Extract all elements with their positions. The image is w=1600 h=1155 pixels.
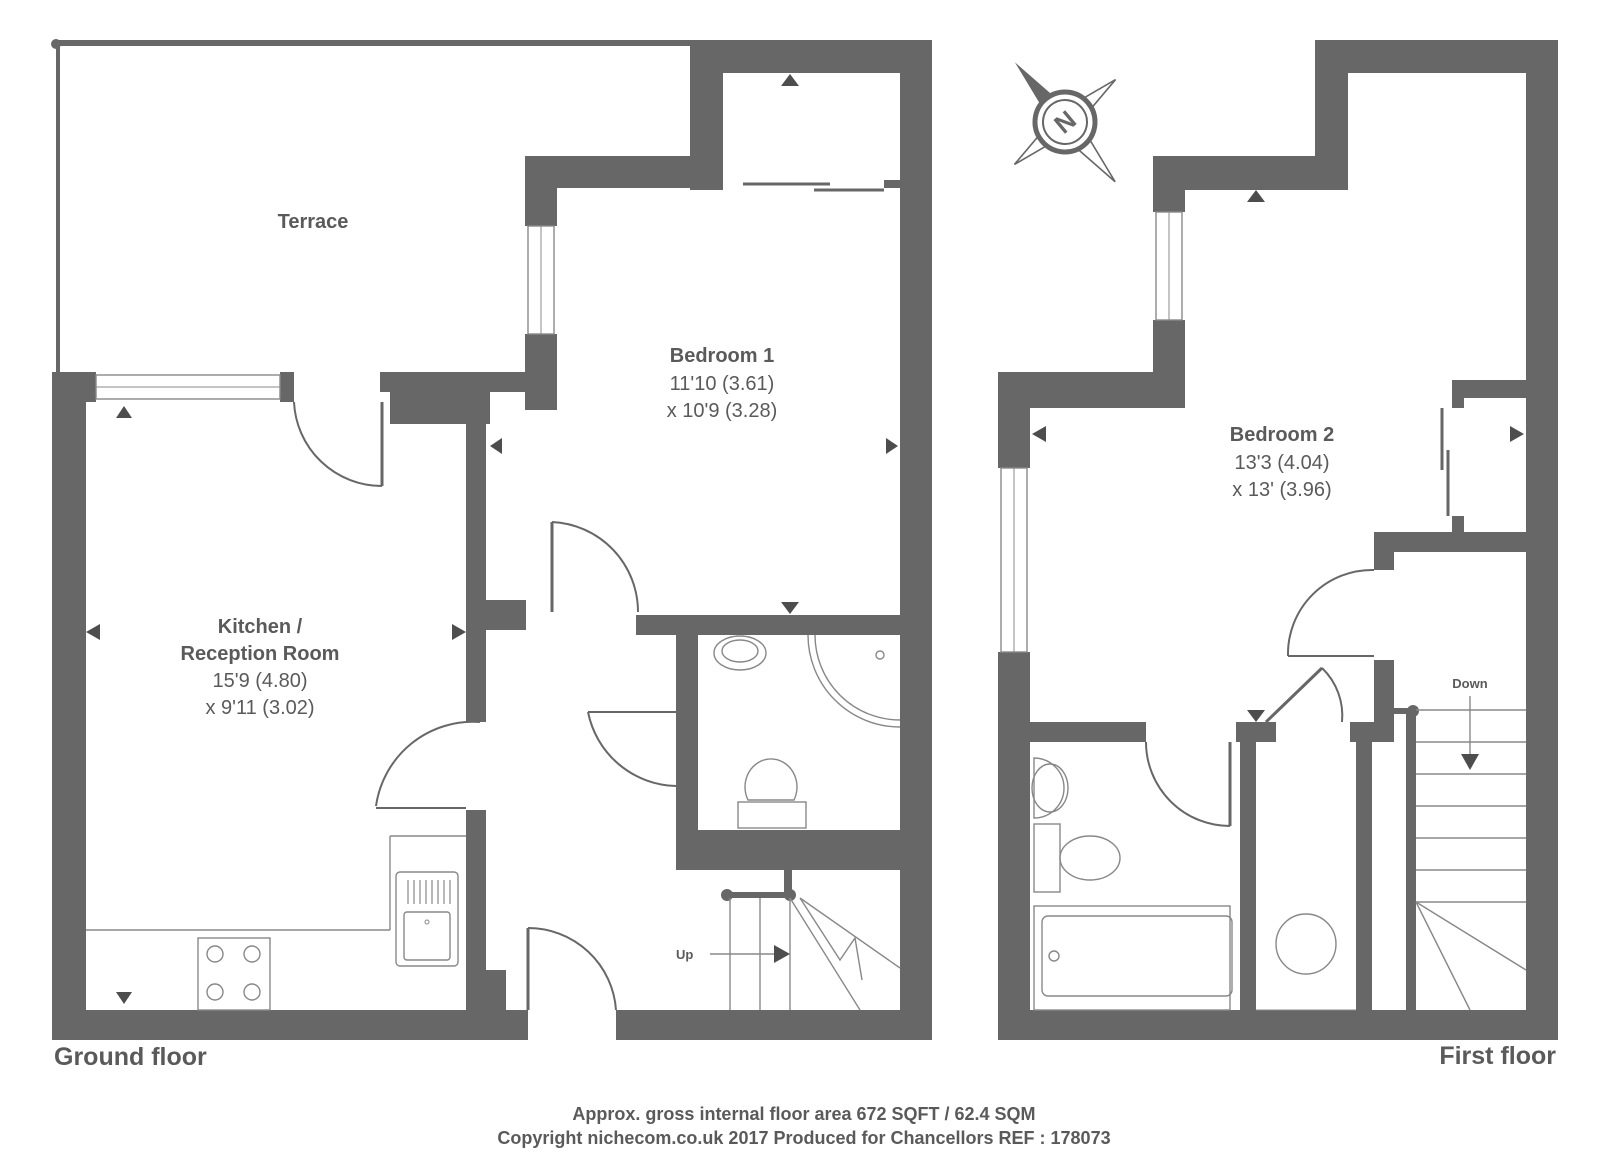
- terrace-outline: [51, 39, 690, 372]
- ground-floor-doors: [293, 401, 677, 1011]
- bedroom1-dim2: x 10'9 (3.28): [667, 400, 778, 422]
- ground-bathroom-fittings: [713, 634, 901, 829]
- first-floor-label: First floor: [1439, 1042, 1556, 1070]
- ground-floor-plan: Up Terrace Bedroom 1 11'10 (3.61) x 10'9…: [51, 39, 932, 1071]
- terrace-label: Terrace: [278, 211, 349, 233]
- stairs-down: Down: [1415, 676, 1527, 1011]
- first-dimension-arrows: [1032, 190, 1524, 722]
- first-floor-windows: [1000, 211, 1450, 653]
- bedroom1-name: Bedroom 1: [670, 345, 774, 367]
- ground-floor-walls: [52, 40, 932, 1040]
- bedroom1-dim1: 11'10 (3.61): [670, 373, 775, 395]
- bedroom2-dim2: x 13' (3.96): [1232, 479, 1331, 501]
- kitchen-fittings: [86, 835, 466, 1011]
- kitchen-name1: Kitchen /: [218, 616, 303, 638]
- kitchen-name2: Reception Room: [181, 643, 340, 665]
- compass-rose-icon: [1013, 62, 1117, 183]
- copyright-note: Copyright nichecom.co.uk 2017 Produced f…: [497, 1128, 1110, 1148]
- stairs-down-label: Down: [1452, 676, 1487, 691]
- first-floor-walls: [998, 40, 1558, 1040]
- first-bathroom-fittings: [1031, 757, 1356, 1011]
- first-floor-plan: Down Bedroom 2 13'3 (4.04) x 13' (3.96) …: [998, 40, 1558, 1070]
- ground-floor-windows: [95, 180, 900, 400]
- bedroom2-name: Bedroom 2: [1230, 424, 1334, 446]
- stairs-up: Up: [676, 897, 901, 1011]
- floor-area-note: Approx. gross internal floor area 672 SQ…: [572, 1104, 1035, 1124]
- bedroom2-dim1: 13'3 (4.04): [1235, 452, 1330, 474]
- ground-dimension-arrows: [86, 74, 898, 1004]
- kitchen-dim1: 15'9 (4.80): [213, 670, 308, 692]
- stairs-up-label: Up: [676, 947, 693, 962]
- kitchen-dim2: x 9'11 (3.02): [205, 697, 314, 719]
- ground-floor-label: Ground floor: [54, 1043, 207, 1071]
- first-floor-doors: [1145, 568, 1375, 827]
